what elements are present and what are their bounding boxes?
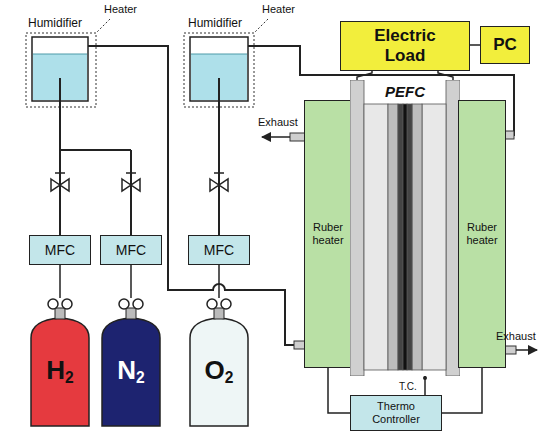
valve-symbol (51, 173, 69, 191)
humidifier-vessel (32, 37, 88, 101)
cylinder-neck (126, 308, 136, 319)
gas-cylinder: H2 (27, 298, 93, 428)
exhaust-arrow (516, 349, 537, 351)
thermo-controller-box: Thermo Controller (350, 395, 442, 430)
node-text: O2 (205, 356, 234, 387)
valve-symbol (122, 173, 140, 191)
bubbler-tube (59, 78, 61, 101)
heater-jacket (184, 33, 254, 107)
leader-line (97, 19, 110, 32)
mfc-box: MFC (100, 235, 162, 265)
cell-layer (364, 104, 388, 370)
load-wire (357, 70, 453, 80)
connector-line (218, 265, 220, 298)
node-text: Ruber heater (461, 221, 503, 246)
cylinder-body (31, 318, 89, 426)
water (33, 54, 87, 100)
fuel-cell-stack: PEFC (350, 80, 460, 376)
part-label: Humidifier (28, 17, 82, 30)
gas-cylinder: O2 (186, 298, 252, 428)
cell-layer (407, 104, 412, 370)
connector-line (130, 265, 132, 298)
connector-line (59, 265, 61, 298)
mfc-box: MFC (188, 235, 250, 265)
valve-handwheel (48, 299, 58, 309)
bubbler-tube (218, 78, 220, 101)
rubber-heater: Ruber heater (304, 100, 352, 368)
node-text: PC (493, 35, 517, 55)
valve-handwheel (62, 299, 72, 309)
part-label: Humidifier (188, 17, 242, 30)
node-text: H2 (46, 356, 73, 387)
humidifier-vessel (190, 37, 248, 101)
cylinder-body (102, 318, 160, 426)
node-text: N2 (117, 356, 144, 387)
cell-layers (350, 80, 460, 376)
cell-layer (398, 104, 403, 370)
node-text: MFC (45, 242, 75, 258)
valve-handwheel (221, 299, 231, 309)
water (191, 54, 247, 100)
valve-handwheel (207, 299, 217, 309)
node-text: MFC (204, 242, 234, 258)
gas-pipe (60, 101, 131, 235)
cell-layer (350, 80, 364, 376)
cell-layer (422, 104, 446, 370)
connector-line (470, 44, 480, 46)
valve-symbol (210, 173, 228, 191)
thermocouple-tip (423, 376, 427, 380)
water-surface (191, 54, 247, 55)
gas-pipe (218, 101, 220, 235)
cylinder-neck (55, 308, 65, 319)
part-label: Exhaust (496, 330, 536, 342)
electric-load-box: Electric Load (340, 21, 470, 70)
node-text: Electric Load (360, 26, 450, 65)
connector-line (328, 368, 350, 413)
cell-layer (412, 104, 422, 370)
heater-jacket (26, 33, 96, 107)
node-text: PEFC (385, 83, 425, 100)
part-label: T.C. (399, 381, 417, 392)
node-text: Ruber heater (307, 221, 349, 246)
part-label: Heater (262, 3, 295, 15)
cylinder-body (190, 318, 248, 426)
water-surface (33, 54, 87, 55)
gas-cylinder: N2 (98, 298, 164, 428)
cell-layer (388, 104, 398, 370)
exhaust-arrow (262, 136, 290, 138)
part-label: Exhaust (258, 116, 298, 128)
rubber-heater: Ruber heater (458, 100, 506, 368)
valve-handwheel (119, 299, 129, 309)
leader-line (255, 19, 268, 32)
node-text: MFC (116, 242, 146, 258)
mfc-box: MFC (29, 235, 91, 265)
valve-handwheel (133, 299, 143, 309)
part-label: Heater (104, 3, 137, 15)
gas-pipe (88, 46, 306, 345)
pc-box: PC (480, 26, 530, 64)
node-text: Thermo Controller (353, 400, 439, 425)
cell-layer (403, 104, 407, 370)
cylinder-neck (214, 308, 224, 319)
